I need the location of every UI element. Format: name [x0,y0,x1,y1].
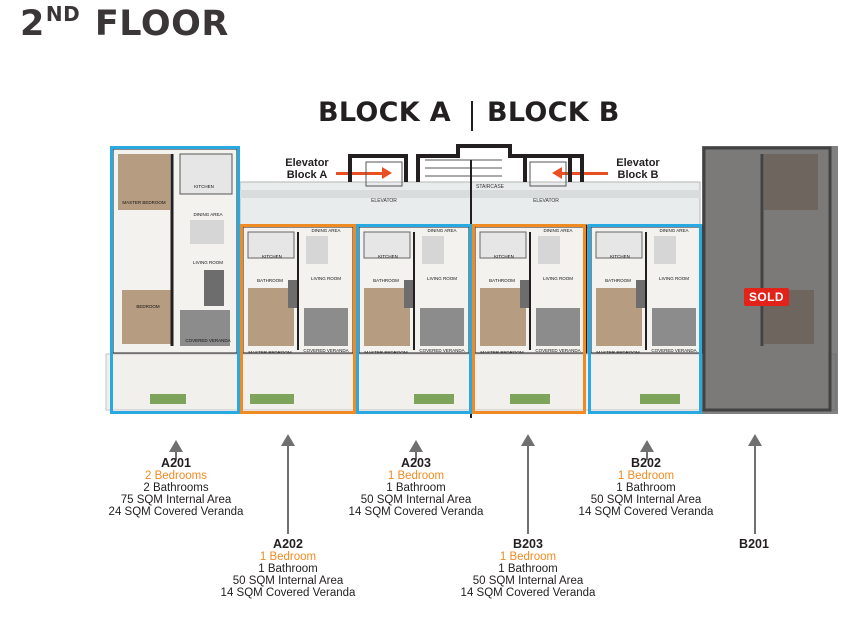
unit-label-a203[interactable]: A203 1 Bedroom 1 Bathroom 50 SQM Interna… [348,456,484,518]
svg-text:DINING AREA: DINING AREA [543,228,572,233]
elevator-a-tag: ELEVATOR [371,198,397,204]
svg-text:MASTER BEDROOM: MASTER BEDROOM [364,350,408,355]
sold-badge: SOLD [744,288,789,306]
elevator-b-tag: ELEVATOR [533,198,559,204]
svg-text:COVERED VERANDA: COVERED VERANDA [185,338,230,343]
svg-text:BATHROOM: BATHROOM [373,278,399,283]
svg-text:LIVING ROOM: LIVING ROOM [193,260,223,265]
pointer-a202-icon [281,434,295,534]
svg-text:MASTER BEDROOM: MASTER BEDROOM [248,350,292,355]
svg-text:LIVING ROOM: LIVING ROOM [659,276,689,281]
pointer-b202-icon [640,440,654,460]
page-title: 2ND FLOOR [20,2,229,44]
unit-label-a202[interactable]: A202 1 Bedroom 1 Bathroom 50 SQM Interna… [220,537,356,599]
svg-text:DINING AREA: DINING AREA [427,228,456,233]
pointer-a203-icon [409,440,423,460]
svg-text:BATHROOM: BATHROOM [605,278,631,283]
svg-text:LIVING ROOM: LIVING ROOM [427,276,457,281]
unit-a201-plan: MASTER BEDROOM BEDROOM KITCHEN DINING AR… [110,146,240,356]
unit-b203-plan: KITCHEN DINING AREA LIVING ROOM BATHROOM MAS… [472,224,588,356]
svg-text:MASTER BEDROOM: MASTER BEDROOM [596,350,640,355]
block-a-title: BLOCK A [318,97,451,128]
unit-b203-outline[interactable] [472,224,586,414]
pointer-b201-icon [748,434,762,534]
unit-label-b203[interactable]: B203 1 Bedroom 1 Bathroom 50 SQM Interna… [460,537,596,599]
svg-text:LIVING ROOM: LIVING ROOM [543,276,573,281]
svg-text:DINING AREA: DINING AREA [311,228,340,233]
svg-text:COVERED VERANDA: COVERED VERANDA [419,348,464,353]
floor-plan: ELEVATOR ELEVATOR STAIRCASE MASTER BEDRO… [100,140,842,420]
svg-text:DINING AREA: DINING AREA [193,212,222,217]
unit-label-b201[interactable]: B201 [739,537,769,551]
svg-text:KITCHEN: KITCHEN [378,254,398,259]
block-divider [471,101,473,131]
block-b-title: BLOCK B [487,97,620,128]
unit-a202-outline[interactable] [240,224,356,414]
svg-text:MASTER BEDROOM: MASTER BEDROOM [122,200,166,205]
svg-text:DINING AREA: DINING AREA [659,228,688,233]
unit-b202-plan: KITCHEN DINING AREA LIVING ROOM BATHROOM MAS… [588,224,704,356]
pointer-a201-icon [169,440,183,460]
elevator-a-arrow-icon [336,167,392,179]
svg-text:COVERED VERANDA: COVERED VERANDA [535,348,580,353]
svg-text:KITCHEN: KITCHEN [494,254,514,259]
unit-a203-outline[interactable] [356,224,472,414]
staircase-tag: STAIRCASE [476,184,505,190]
svg-text:KITCHEN: KITCHEN [610,254,630,259]
svg-text:BATHROOM: BATHROOM [489,278,515,283]
unit-a201-outline[interactable] [110,146,240,414]
svg-text:BATHROOM: BATHROOM [257,278,283,283]
unit-label-a201[interactable]: A201 2 Bedrooms 2 Bathrooms 75 SQM Inter… [108,456,244,518]
unit-a203-plan: KITCHEN DINING AREA LIVING ROOM BATHROOM MAS… [356,224,472,356]
unit-a202-plan: KITCHEN DINING AREA LIVING ROOM BATHROOM MAS… [240,224,356,356]
pointer-b203-icon [521,434,535,534]
svg-text:COVERED VERANDA: COVERED VERANDA [651,348,696,353]
svg-text:KITCHEN: KITCHEN [262,254,282,259]
svg-text:LIVING ROOM: LIVING ROOM [311,276,341,281]
unit-b201-sold-overlay [702,146,838,414]
svg-text:MASTER BEDROOM: MASTER BEDROOM [480,350,524,355]
svg-text:KITCHEN: KITCHEN [194,184,214,189]
svg-text:COVERED VERANDA: COVERED VERANDA [303,348,348,353]
unit-label-b202[interactable]: B202 1 Bedroom 1 Bathroom 50 SQM Interna… [578,456,714,518]
unit-b202-outline[interactable] [588,224,702,414]
svg-text:BEDROOM: BEDROOM [136,304,160,309]
